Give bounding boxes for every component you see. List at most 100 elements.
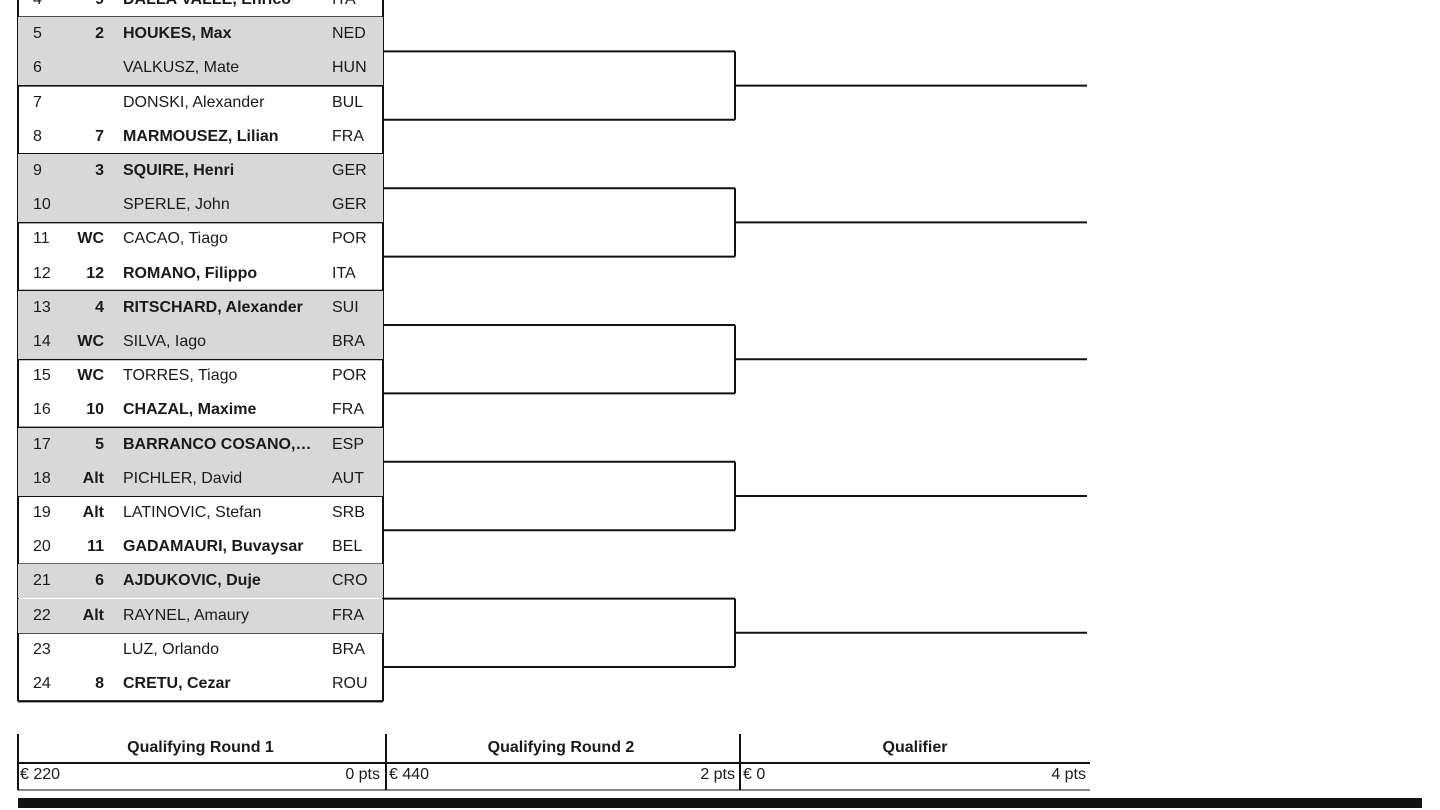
draw-position: 8 [33, 127, 42, 145]
player-name: SQUIRE, Henri [123, 162, 235, 179]
player-nationality: ESP [332, 435, 365, 453]
draw-row: 4 9 DALLA VALLE, Enrico ITA [18, 0, 383, 17]
draw-position: 14 [33, 333, 51, 350]
player-name: VALKUSZ, Mate [123, 59, 240, 77]
player-nationality: CRO [332, 572, 368, 590]
seed-entry: 9 [58, 0, 104, 9]
draw-position: 9 [33, 162, 42, 179]
player-name: DALLA VALLE, Enrico [123, 0, 323, 9]
draw-position: 11 [33, 230, 50, 248]
points-qualifier: 4 pts [1051, 766, 1086, 783]
round-label-qr2: Qualifying Round 2 [487, 739, 635, 756]
player-nationality: AUT [332, 469, 364, 487]
player-nationality: BEL [332, 538, 363, 556]
draw-row: 11 WC CACAO, Tiago POR [18, 222, 383, 256]
seed-entry: 5 [95, 435, 104, 453]
player-name: ROMANO, Filippo [123, 264, 258, 282]
draw-position: 15 [33, 367, 51, 385]
player-nationality: HUN [332, 59, 367, 77]
draw-position: 17 [33, 435, 51, 453]
round-label-qualifier: Qualifier [882, 739, 948, 756]
player-nationality: SUI [332, 298, 359, 316]
player-nationality: FRA [332, 401, 364, 419]
draw-position: 6 [33, 59, 42, 77]
draw-position: 12 [33, 264, 51, 282]
draw-row: 23 LUZ, Orlando BRA [18, 633, 383, 667]
player-name: BARRANCO COSANO,… [123, 435, 312, 453]
round-label-qr1: Qualifying Round 1 [127, 739, 274, 756]
player-name: GADAMAURI, Buvaysar [123, 538, 304, 556]
player-name: CRETU, Cezar [123, 675, 231, 692]
draw-position: 23 [33, 640, 51, 658]
draw-position: 4 [33, 0, 42, 9]
seed-entry: 6 [95, 572, 104, 590]
draw-position: 5 [33, 25, 42, 43]
player-name: CACAO, Tiago [123, 230, 228, 248]
player-nationality: NED [332, 25, 366, 43]
player-name: SILVA, Iago [123, 333, 207, 350]
prize-qualifier: € 0 [743, 766, 766, 783]
draw-position: 18 [33, 469, 51, 487]
seed-entry: 12 [86, 264, 104, 282]
player-nationality: FRA [332, 127, 364, 145]
draw-position: 10 [33, 196, 51, 214]
seed-entry: 7 [95, 127, 104, 145]
player-nationality: POR [332, 230, 367, 248]
player-name: CHAZAL, Maxime [123, 401, 257, 419]
player-name: HOUKES, Max [123, 25, 232, 43]
seed-entry: Alt [82, 606, 104, 624]
player-name: AJDUKOVIC, Duje [123, 572, 261, 590]
player-nationality: FRA [332, 606, 364, 624]
draw-position: 24 [33, 675, 51, 692]
points-qr1: 0 pts [345, 766, 380, 783]
draw-position: 21 [33, 572, 51, 590]
page-bottom-rule [18, 798, 1422, 808]
draw-position: 16 [33, 401, 51, 419]
seed-entry: WC [77, 333, 104, 350]
player-nationality: ITA [332, 264, 356, 282]
player-name: RITSCHARD, Alexander [123, 298, 303, 316]
draw-row: 6 VALKUSZ, Mate HUN [18, 51, 383, 86]
draw-position: 13 [33, 298, 51, 316]
player-nationality: BRA [332, 333, 365, 350]
draw-row: 17 5 BARRANCO COSANO,… ESP [18, 427, 383, 462]
draw-row: 13 4 RITSCHARD, Alexander SUI [18, 290, 383, 325]
prize-qr2: € 440 [389, 766, 430, 783]
player-nationality: GER [332, 162, 367, 179]
player-name: LUZ, Orlando [123, 640, 220, 658]
draw-row: 10 SPERLE, John GER [18, 188, 383, 223]
player-nationality: ITA [332, 0, 356, 9]
player-name: DONSKI, Alexander [123, 93, 265, 111]
player-nationality: ROU [332, 675, 368, 692]
player-name: MARMOUSEZ, Lilian [123, 127, 279, 145]
seed-entry: WC [77, 367, 104, 385]
draw-position: 19 [33, 504, 51, 521]
draw-position: 7 [33, 93, 42, 111]
draw-row: 12 12 ROMANO, Filippo ITA [18, 257, 383, 291]
player-nationality: SRB [332, 504, 365, 521]
seed-entry: WC [77, 230, 104, 248]
seed-entry: 11 [87, 538, 104, 556]
seed-entry: Alt [82, 469, 104, 487]
draw-row: 18 Alt PICHLER, David AUT [18, 461, 383, 496]
player-nationality: BRA [332, 640, 365, 658]
draw-row: 7 DONSKI, Alexander BUL [18, 86, 383, 120]
player-nationality: GER [332, 196, 367, 214]
seed-entry: 4 [95, 298, 104, 316]
draw-row: 8 7 MARMOUSEZ, Lilian FRA [18, 120, 383, 154]
player-name: LATINOVIC, Stefan [123, 504, 262, 521]
player-nationality: POR [332, 367, 367, 385]
player-name: SPERLE, John [123, 196, 230, 214]
player-name: PICHLER, David [123, 469, 243, 487]
player-nationality: BUL [332, 93, 364, 111]
draw-row: 21 6 AJDUKOVIC, Duje CRO [18, 564, 383, 599]
draw-row: 20 11 GADAMAURI, Buvaysar BEL [18, 530, 383, 564]
draw-position: 20 [33, 538, 51, 556]
